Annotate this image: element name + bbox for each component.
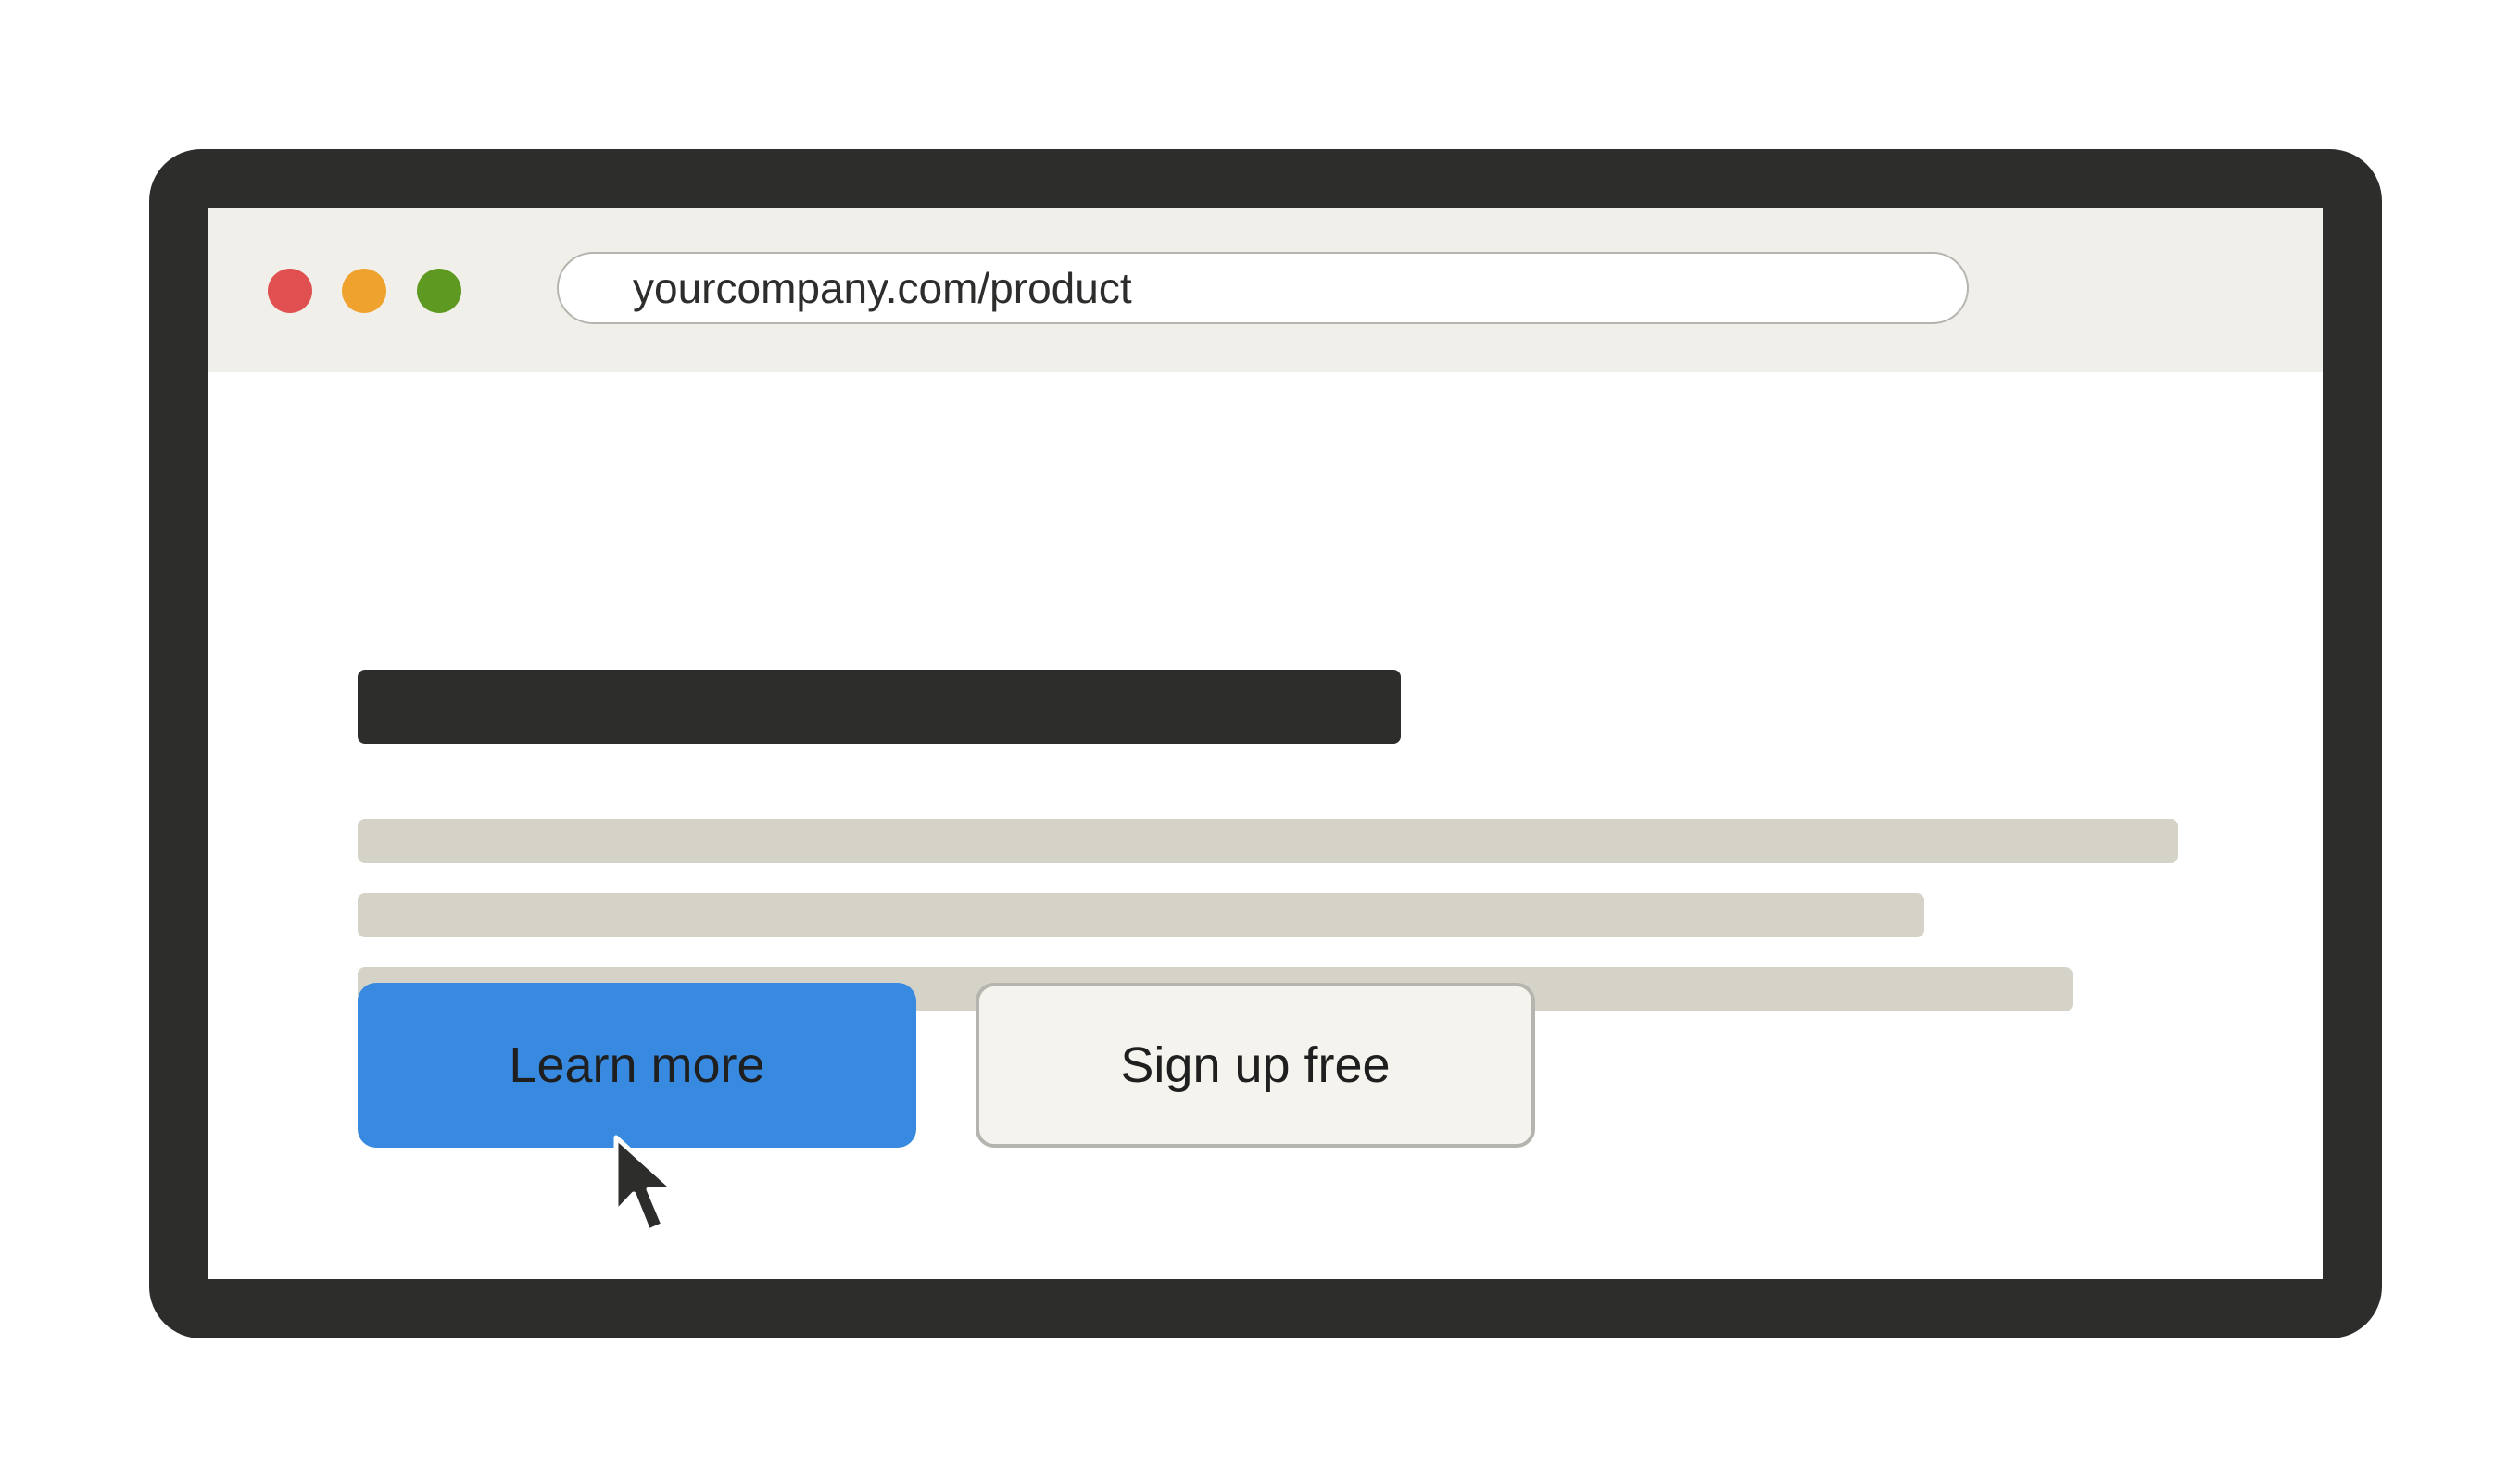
sign-up-free-button[interactable]: Sign up free	[976, 983, 1535, 1148]
minimize-window-button[interactable]	[342, 269, 386, 313]
device-frame: yourcompany.com/product Learn more Sign …	[149, 149, 2382, 1338]
text-placeholder-line	[358, 893, 1924, 937]
arrow-cursor-icon	[613, 1135, 676, 1234]
browser-window: yourcompany.com/product Learn more Sign …	[208, 208, 2323, 1279]
learn-more-button[interactable]: Learn more	[358, 983, 916, 1148]
learn-more-label: Learn more	[509, 1037, 765, 1093]
address-bar-url: yourcompany.com/product	[633, 264, 1132, 312]
maximize-window-button[interactable]	[417, 269, 461, 313]
browser-toolbar: yourcompany.com/product	[208, 208, 2323, 372]
close-window-button[interactable]	[268, 269, 312, 313]
text-placeholder-line	[358, 819, 2178, 863]
sign-up-free-label: Sign up free	[1120, 1037, 1391, 1093]
heading-placeholder	[358, 670, 1401, 744]
address-bar[interactable]: yourcompany.com/product	[557, 252, 1969, 324]
